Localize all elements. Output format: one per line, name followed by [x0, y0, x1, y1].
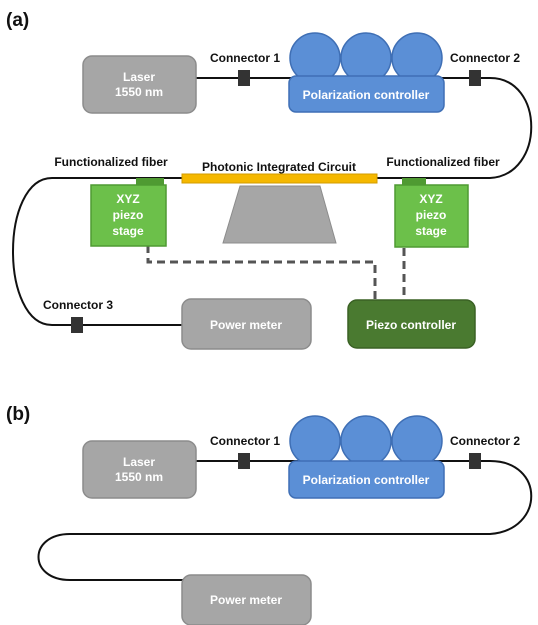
paddle-1-b [289, 415, 341, 467]
connector-1-a [238, 70, 250, 86]
connector-2-a [469, 70, 481, 86]
pic-label: Photonic Integrated Circuit [202, 160, 356, 174]
polarization-controller-b: Polarization controller [288, 415, 445, 499]
connector-2-b [469, 453, 481, 469]
laser-label-line1-b: Laser [123, 455, 155, 469]
power-meter-label-b: Power meter [210, 593, 282, 607]
panel-a: (a) Connector 1 Connector 2 Connector 3 … [6, 10, 533, 350]
polarization-controller-label-a: Polarization controller [303, 88, 430, 102]
connector-1-label-a: Connector 1 [210, 51, 280, 65]
connector-2-label-b: Connector 2 [450, 434, 520, 448]
piezo-controller-label: Piezo controller [366, 318, 456, 332]
stage-clamp-left [136, 178, 164, 186]
xyz-stage-left-line1: XYZ [116, 192, 139, 206]
xyz-stage-right-line3: stage [415, 224, 447, 238]
control-lines-a [146, 245, 406, 302]
panel-b: (b) Connector 1 Connector 2 Laser 1550 n… [6, 404, 533, 625]
piezo-controller-box [347, 299, 476, 349]
connector-1-b [238, 453, 250, 469]
functionalized-fiber-label-right: Functionalized fiber [386, 155, 500, 169]
fiber-controller-to-right-stage [376, 77, 533, 179]
polarization-controller-box-b [288, 460, 445, 499]
laser-label-line2-b: 1550 nm [115, 470, 163, 484]
panel-a-label: (a) [6, 10, 29, 31]
xyz-stage-left-line3: stage [112, 224, 144, 238]
connector-3-label-a: Connector 3 [43, 298, 113, 312]
paddle-2-b [340, 415, 392, 467]
connector-1-label-b: Connector 1 [210, 434, 280, 448]
laser-box-a [82, 55, 197, 114]
laser-box-b [82, 440, 197, 499]
polarization-controller-a: Polarization controller [288, 32, 445, 113]
xyz-stage-left-line2: piezo [113, 208, 144, 222]
functionalized-fiber-label-left: Functionalized fiber [54, 155, 168, 169]
xyz-stage-left [90, 184, 167, 247]
polarization-controller-label-b: Polarization controller [303, 473, 430, 487]
power-meter-box-a [181, 298, 312, 350]
power-meter-label-a: Power meter [210, 318, 282, 332]
xyz-stage-right [394, 184, 469, 248]
xyz-stage-right-line2: piezo [416, 208, 447, 222]
laser-label-line2-a: 1550 nm [115, 85, 163, 99]
panel-b-label: (b) [6, 404, 30, 425]
polarization-controller-box-a [288, 75, 445, 113]
stage-clamp-right [402, 178, 426, 186]
pic-base [222, 185, 337, 244]
laser-label-line1-a: Laser [123, 70, 155, 84]
xyz-stage-right-line1: XYZ [419, 192, 442, 206]
fiber-controller-to-power-meter-b [37, 460, 533, 581]
power-meter-box-b [181, 574, 312, 625]
fiber-left-stage-to-power-meter [12, 177, 184, 326]
connector-3-a [71, 317, 83, 333]
connector-2-label-a: Connector 2 [450, 51, 520, 65]
pic-chip [181, 173, 378, 184]
control-line-left-stage [146, 245, 377, 302]
paddle-3-b [391, 415, 443, 467]
